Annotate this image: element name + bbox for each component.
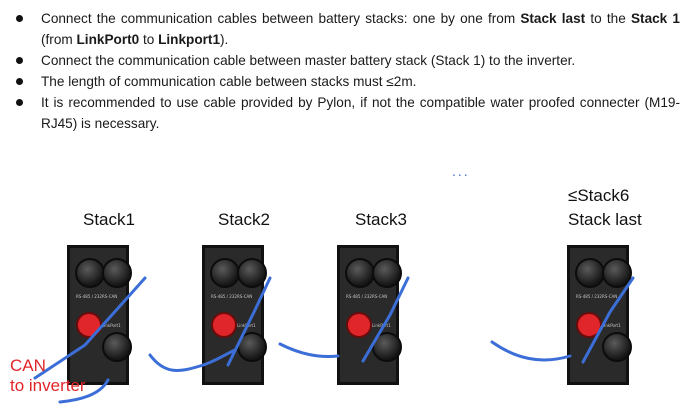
stack3-cable <box>361 276 410 363</box>
stack-last-label: Stack last <box>568 210 642 229</box>
can-port-label: RS-CAN <box>237 294 253 299</box>
text: The length of communication cable betwee… <box>41 74 417 89</box>
red-button-icon <box>76 312 102 338</box>
text: Connect the communication cable between … <box>41 53 576 68</box>
bullet-stack-order: Connect the communication cables between… <box>12 8 680 50</box>
red-button-icon <box>346 312 372 338</box>
can-label-line1: CAN <box>10 356 46 375</box>
bullet-master-inverter: Connect the communication cable between … <box>12 50 680 71</box>
bold-text: LinkPort0 <box>76 32 140 47</box>
text: to <box>139 32 159 47</box>
instruction-list: Connect the communication cables between… <box>12 8 680 134</box>
port-icon <box>345 258 375 288</box>
stack3-label: Stack3 <box>355 210 407 229</box>
port-icon <box>372 258 402 288</box>
text: to the <box>585 11 631 26</box>
rs-port-label: RS-485 / 232 <box>346 294 372 299</box>
communication-cables <box>33 276 635 404</box>
cable-stack3-stack2 <box>278 342 340 358</box>
can-port-label: RS-CAN <box>372 294 388 299</box>
text: Connect the communication cables between… <box>41 11 521 26</box>
can-port-label: RS-CAN <box>602 294 618 299</box>
rs-port-label: RS-485 / 232 <box>576 294 602 299</box>
stack-last-panel: RS-485 / 232 RS-CAN LinkPort1 <box>567 245 632 385</box>
stack1-label: Stack1 <box>83 210 135 229</box>
stack2-label: Stack2 <box>218 210 270 229</box>
text: ). <box>220 32 229 47</box>
port-icon <box>602 258 632 288</box>
can-label-line2: to inverter <box>10 376 86 395</box>
linkport-label: LinkPort1 <box>372 323 391 328</box>
rs-port-label: RS-485 / 232 <box>76 294 102 299</box>
linkport-label: LinkPort1 <box>102 323 121 328</box>
port-icon <box>237 258 267 288</box>
can-to-inverter-label: CAN to inverter <box>10 356 86 396</box>
text: It is recommended to use cable provided … <box>41 95 680 131</box>
stack-last-max-label: ≤Stack6 <box>568 186 630 205</box>
cable-stacklast-stack3 <box>490 340 572 362</box>
red-button-icon <box>211 312 237 338</box>
port-icon <box>602 332 632 362</box>
text: (from <box>41 32 77 47</box>
stack-last-cable <box>581 276 635 364</box>
stack1-cable <box>33 276 147 380</box>
bold-text: Linkport1 <box>158 32 221 47</box>
can-cable <box>58 378 110 404</box>
port-icon <box>102 332 132 362</box>
stack1-panel: RS-485 / 232 RS-CAN LinkPort1 <box>67 245 132 385</box>
port-icon <box>102 258 132 288</box>
bold-text: Stack last <box>520 11 586 26</box>
rs-port-label: RS-485 / 232 <box>211 294 237 299</box>
bullet-cable-length: The length of communication cable betwee… <box>12 71 680 92</box>
can-port-label: RS-CAN <box>102 294 118 299</box>
stack2-cable <box>226 276 272 367</box>
cable-stack2-stack1 <box>148 348 237 372</box>
bold-text: Stack 1 <box>630 11 680 26</box>
linkport-label: LinkPort1 <box>602 323 621 328</box>
more-stacks-ellipsis: ... <box>452 163 470 179</box>
bullet-cable-recommend: It is recommended to use cable provided … <box>12 92 680 134</box>
